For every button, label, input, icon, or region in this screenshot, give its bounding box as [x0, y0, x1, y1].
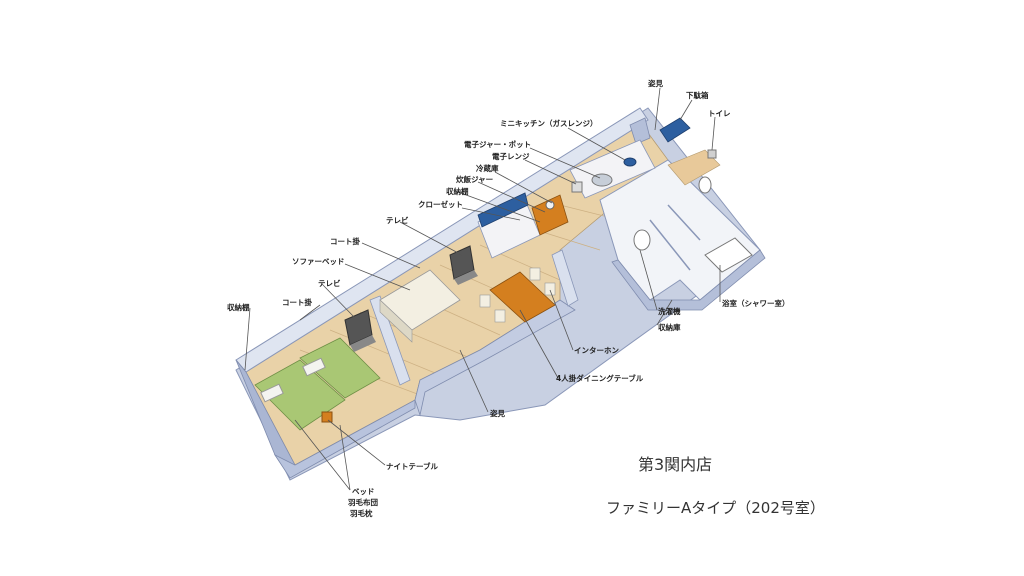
label-bath: 浴室（シャワー室）: [722, 298, 790, 308]
label-night-table: ナイトテーブル: [386, 461, 439, 471]
label-duvet: 羽毛布団: [348, 497, 378, 507]
label-mini-kitchen: ミニキッチン（ガスレンジ）: [500, 118, 598, 128]
callout-labels: 姿見 下駄箱 トイレ ミニキッチン（ガスレンジ） 電子ジャー・ポット 電子レンジ…: [227, 78, 790, 518]
label-sugatami-top: 姿見: [648, 78, 663, 88]
label-dining-table: 4人掛ダイニングテーブル: [556, 373, 644, 383]
toilet-fixture: [698, 176, 712, 194]
label-storage-shelf-1: 収納棚: [446, 186, 469, 196]
label-shoes: 下駄箱: [686, 90, 709, 100]
washer-fixture: [633, 229, 651, 251]
closet-kitchen-area: [477, 139, 656, 259]
label-coat-hanger-2: コート掛: [282, 297, 312, 307]
leader-lines: [244, 87, 721, 491]
pillow-left: [260, 383, 284, 403]
wet-area-fixtures: [633, 149, 753, 273]
label-closet: クローゼット: [418, 199, 463, 209]
night-table: [321, 411, 333, 423]
bedroom-area: [254, 309, 381, 431]
bed-right: [299, 337, 381, 399]
label-sofa-bed: ソファーベッド: [292, 257, 345, 266]
store-name: 第3関内店: [638, 455, 713, 474]
label-fridge: 冷蔵庫: [476, 163, 499, 173]
living-tv: [449, 245, 478, 285]
label-tv-2: テレビ: [318, 278, 341, 288]
label-coat-hanger-1: コート掛: [330, 236, 360, 246]
room-type: ファミリーAタイプ（202号室）: [606, 499, 825, 517]
label-storage-room: 収納庫: [658, 322, 681, 332]
label-microwave: 電子レンジ: [492, 151, 530, 161]
label-intercom: インターホン: [574, 345, 619, 355]
pillow-right: [302, 357, 326, 377]
bathtub: [704, 237, 753, 273]
label-washer: 洗濯機: [658, 306, 681, 316]
label-bed: ベッド: [352, 487, 375, 496]
label-rice-jar: 炊飯ジャー: [456, 174, 493, 184]
living-area: [379, 245, 556, 343]
label-sugatami-bottom: 姿見: [490, 408, 505, 418]
label-pillow: 羽毛枕: [350, 508, 373, 518]
label-toilet: トイレ: [708, 109, 731, 118]
bedroom-tv: [344, 309, 376, 352]
dining-table: [489, 271, 556, 323]
label-storage-shelf-2: 収納棚: [227, 302, 250, 312]
label-tv-1: テレビ: [386, 215, 409, 225]
label-jar-pot: 電子ジャー・ポット: [464, 139, 531, 149]
storage-shelf: [531, 194, 569, 236]
